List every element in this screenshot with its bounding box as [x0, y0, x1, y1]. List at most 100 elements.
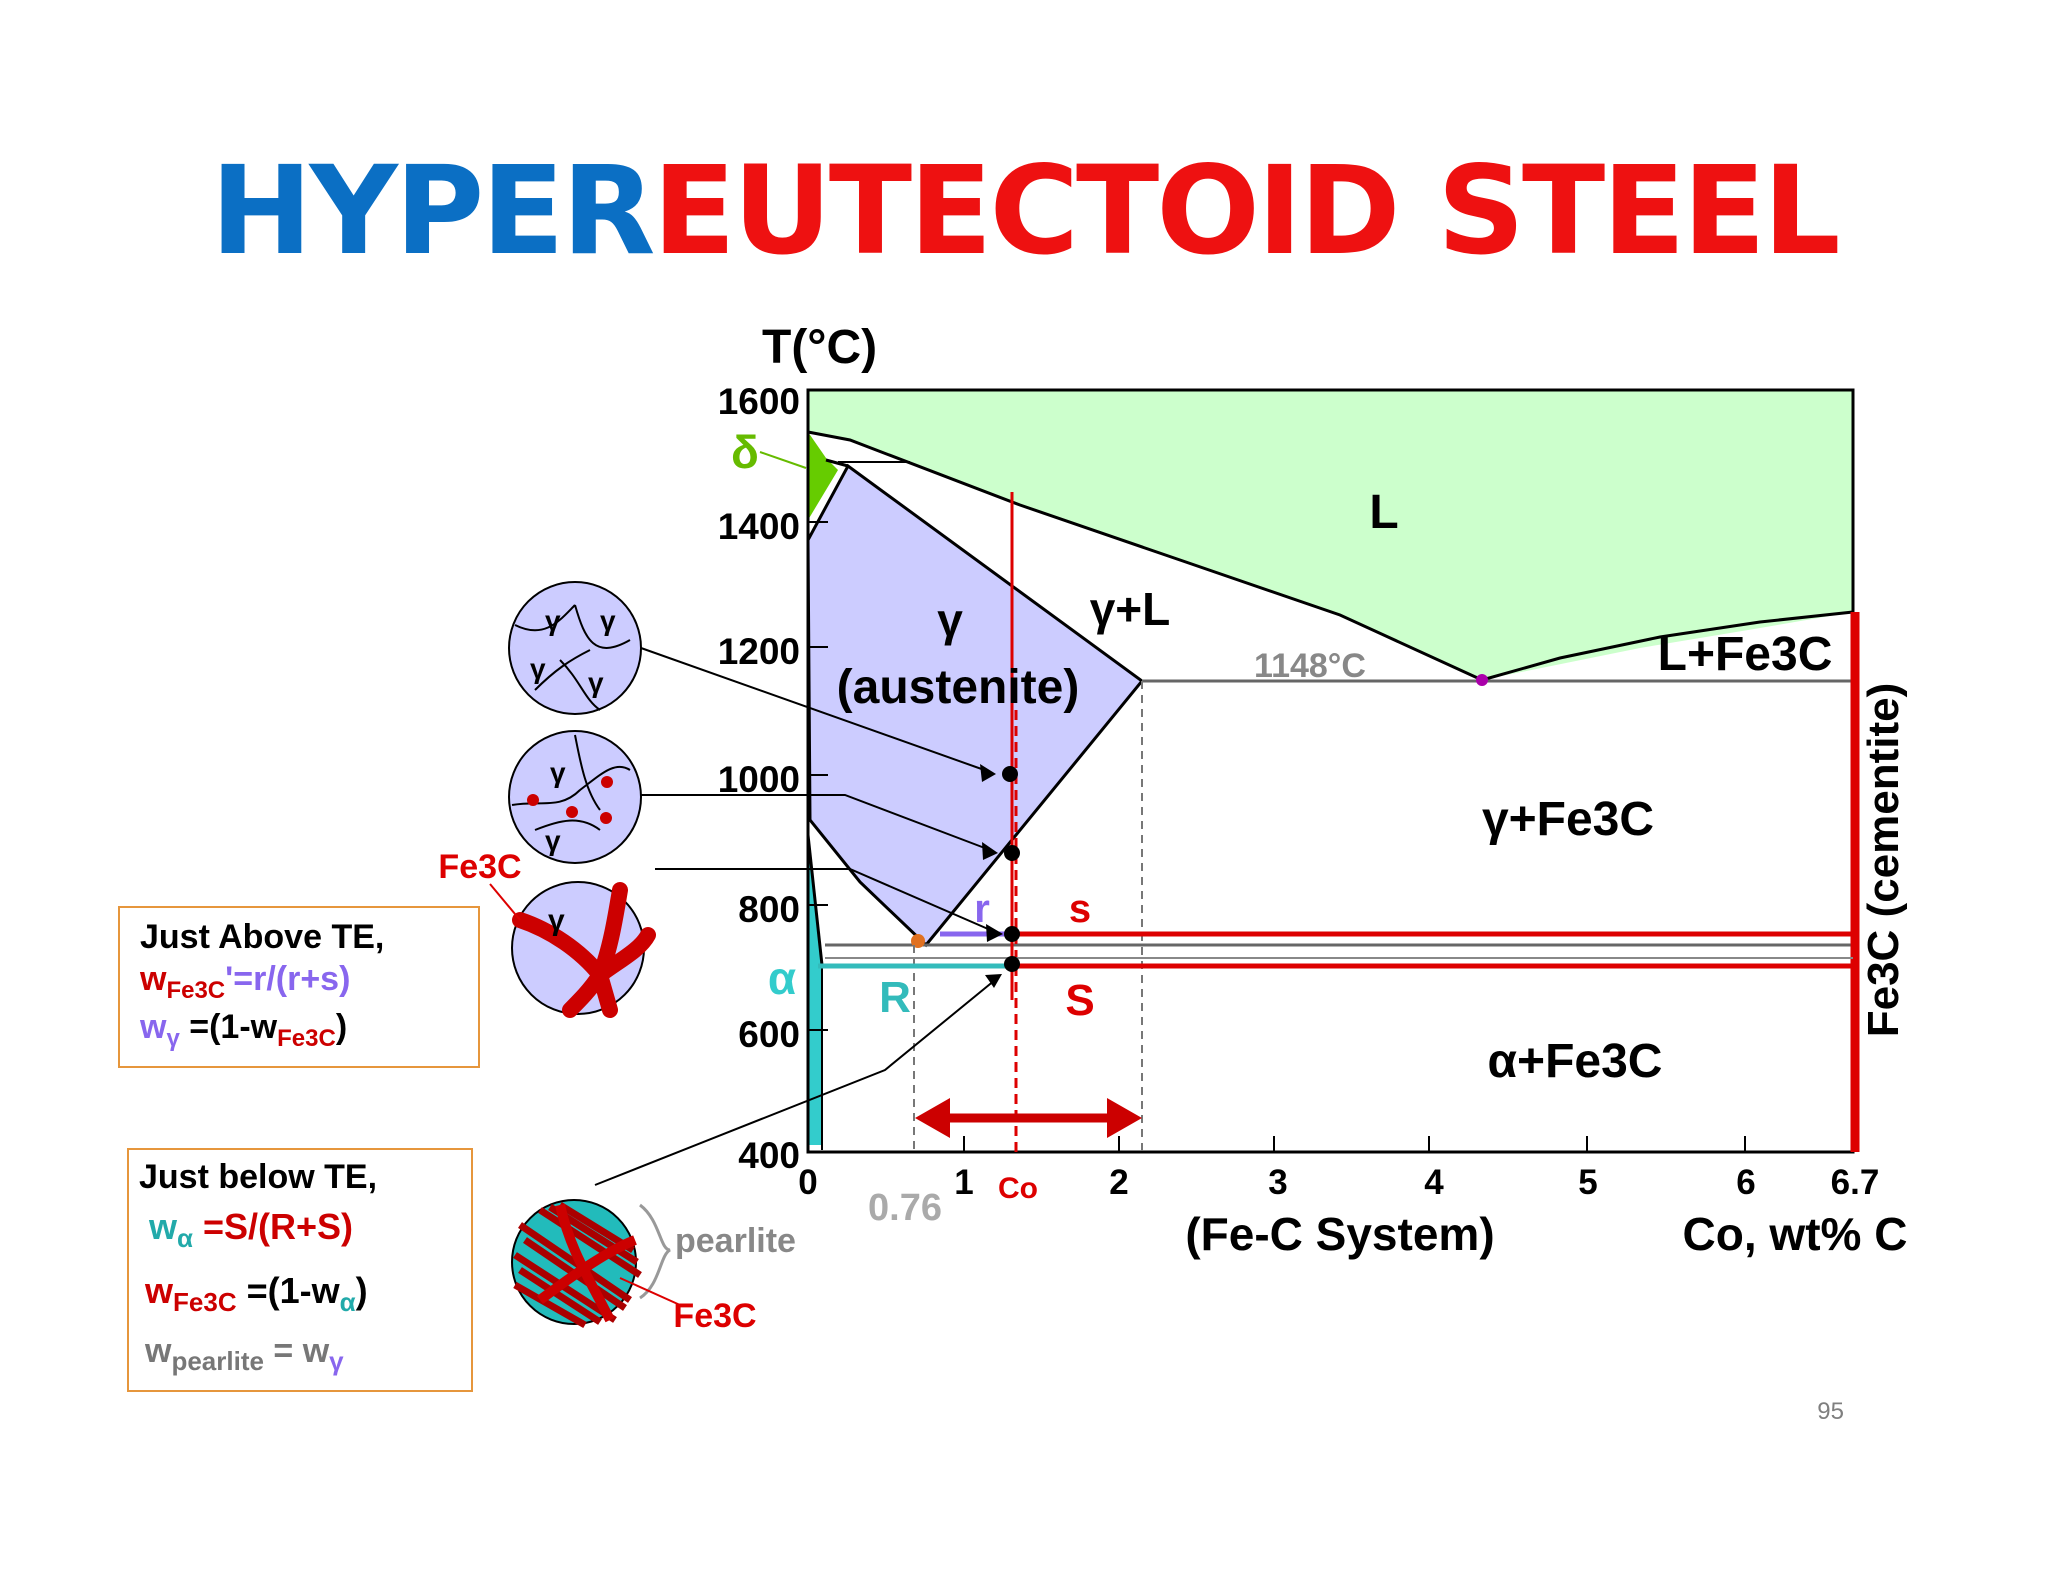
- eutectic-point: [1476, 674, 1488, 686]
- alpha-label: α: [768, 952, 796, 1004]
- x-tick-label: 3: [1268, 1163, 1287, 1202]
- micro-grain-boundary-fe3c: γ γ: [508, 730, 642, 864]
- pearlite-brace: [639, 1203, 671, 1300]
- title-part-eutectoid-steel: EUTECTOID STEEL: [652, 140, 1841, 282]
- micro-gamma: γ: [545, 605, 561, 636]
- lever-S-label: S: [1065, 976, 1094, 1025]
- micro-gamma: γ: [530, 653, 546, 684]
- x-tick-label: 5: [1578, 1163, 1597, 1202]
- micro-gamma: γ: [545, 825, 561, 856]
- eq2-close: ): [335, 1008, 348, 1046]
- x-tick-label: 0: [798, 1163, 817, 1202]
- fe3c-subscript: Fe3C: [277, 1024, 336, 1052]
- below-te-eq2: wFe3C =(1-wα): [145, 1270, 368, 1318]
- pearlite-fe3c-pointer: [619, 1277, 681, 1306]
- y-tick-label: 1400: [718, 506, 800, 547]
- liquidus-line-right: [1481, 610, 1854, 682]
- alpha-region: [808, 835, 822, 1145]
- region-liquid-label: L: [1369, 486, 1398, 539]
- below-te-eq3: wpearlite = wγ: [145, 1332, 344, 1377]
- region-gamma-label: γ: [937, 594, 963, 646]
- eutectoid-point: [911, 934, 925, 948]
- eq2-expression: =(1-w: [179, 1008, 278, 1046]
- slide-title: HYPEREUTECTOID STEEL: [0, 150, 2048, 272]
- lever-R-label: R: [879, 973, 911, 1022]
- point-above-te: [1004, 926, 1020, 942]
- alpha-boundary: [806, 834, 824, 966]
- eq2-expression: =(1-w: [236, 1270, 340, 1311]
- above-te-eq2: wγ =(1-wFe3C): [140, 1008, 347, 1053]
- co-marker-label: Co: [998, 1172, 1038, 1205]
- pearlite-label: pearlite: [675, 1222, 796, 1260]
- peritectic-line: [825, 458, 849, 468]
- w-symbol: w: [140, 960, 167, 998]
- pearlite-fe3c-label: Fe3C: [673, 1297, 756, 1335]
- x-axis-label: Co, wt% C: [1683, 1208, 1908, 1260]
- micro-pearlite: [511, 1199, 642, 1329]
- gamma-subscript: γ: [329, 1345, 344, 1376]
- micro-gamma: γ: [600, 605, 616, 636]
- lever-s-label: s: [1069, 887, 1091, 931]
- title-part-hyper: HYPER: [210, 140, 655, 282]
- region-gamma-liquid-label: γ+L: [1090, 583, 1171, 635]
- above-te-formula-box: Just Above TE, wFe3C'=r/(r+s) wγ =(1-wFe…: [118, 906, 480, 1068]
- arrow-head: [986, 924, 1003, 942]
- x-tick-label: 4: [1424, 1163, 1444, 1202]
- w-symbol: w: [149, 1206, 178, 1247]
- w-symbol: w: [145, 1332, 172, 1370]
- micro-gamma: γ: [548, 904, 565, 937]
- gamma-subscript: γ: [166, 1024, 180, 1052]
- region-austenite-label: (austenite): [837, 661, 1080, 714]
- eq2-close: ): [355, 1270, 368, 1311]
- delta-pointer: [759, 451, 807, 469]
- arrow-head-right: [1107, 1098, 1142, 1138]
- region-alpha-fe3c-label: α+Fe3C: [1488, 1035, 1663, 1088]
- delta-region: [808, 432, 838, 520]
- x-tick-label: 6: [1736, 1163, 1755, 1202]
- eutectoid-composition-label: 0.76: [868, 1187, 942, 1229]
- delta-label: δ: [731, 426, 759, 478]
- fe3c-subscript: Fe3C: [166, 976, 226, 1004]
- fe3c-subscript: Fe3C: [173, 1287, 237, 1318]
- arrow-head: [985, 974, 1002, 988]
- eq1-expression: =S/(R+S): [193, 1206, 354, 1247]
- y-tick-label: 800: [738, 889, 800, 930]
- eq3-expression: = w: [263, 1332, 330, 1370]
- micro-gamma: γ: [550, 757, 566, 788]
- page-number: 95: [1817, 1398, 1844, 1425]
- system-label: (Fe-C System): [1185, 1208, 1494, 1260]
- micro-fe3c-label: Fe3C: [438, 848, 521, 886]
- arrow-head: [982, 842, 998, 860]
- point-austenite: [1002, 766, 1018, 782]
- x-tick-label: 6.7: [1831, 1163, 1880, 1202]
- y-axis-label: T(°C): [762, 321, 877, 374]
- point-boundary: [1004, 845, 1020, 861]
- x-tick-label: 1: [954, 1163, 973, 1202]
- w-symbol: w: [145, 1270, 174, 1311]
- arrow-head-left: [915, 1098, 950, 1138]
- micro-proeutectoid-fe3c: γ: [511, 881, 656, 1018]
- alpha-subscript: α: [177, 1223, 193, 1254]
- connector-lines: [594, 647, 996, 1186]
- cementite-label: Fe3C (cementite): [1859, 683, 1908, 1038]
- above-te-eq1: wFe3C'=r/(r+s): [140, 960, 350, 1005]
- y-tick-label: 400: [738, 1135, 800, 1176]
- pearlite-subscript: pearlite: [171, 1345, 264, 1376]
- below-te-formula-box: Just below TE, wα =S/(R+S) wFe3C =(1-wα)…: [127, 1148, 473, 1392]
- micro-fe3c-pointer: [489, 883, 521, 921]
- liquid-region: [808, 390, 1853, 680]
- y-tick-label: 1000: [718, 759, 800, 800]
- arrow-head: [980, 764, 996, 782]
- below-te-heading: Just below TE,: [139, 1158, 378, 1196]
- micro-gamma: γ: [588, 667, 604, 698]
- lever-r-label: r: [974, 887, 990, 931]
- y-tick-label: 1200: [718, 631, 800, 672]
- w-symbol: w: [140, 1008, 167, 1046]
- eq1-expression: '=r/(r+s): [225, 960, 351, 998]
- y-tick-label: 600: [738, 1014, 800, 1055]
- region-gamma-fe3c-label: γ+Fe3C: [1482, 793, 1654, 846]
- eutectic-temp-label: 1148°C: [1254, 647, 1366, 685]
- liquidus-line: [807, 430, 1483, 682]
- y-tick-label: 1600: [718, 381, 800, 422]
- micro-austenite-grains: γ γ γ γ: [508, 581, 642, 715]
